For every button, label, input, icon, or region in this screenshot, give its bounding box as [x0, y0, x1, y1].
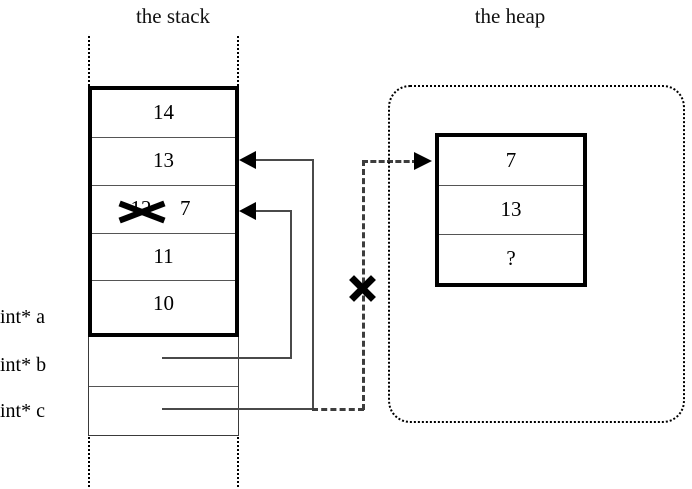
- variable-label-c: int* c: [0, 400, 45, 422]
- stack-guide-line-top-left: [88, 36, 90, 86]
- stack-cell-4: 10: [92, 281, 235, 333]
- stack-cell-3: 11: [92, 234, 235, 281]
- heap-title: the heap: [474, 4, 546, 28]
- stale-pointer-segment-horizontal: [312, 408, 364, 411]
- heap-region-boundary: [388, 85, 685, 423]
- stack-cell-1-value: 13: [153, 148, 174, 172]
- heap-cell-0-value: 7: [505, 148, 517, 172]
- stack-array-box: 14 13 12 7 11 10: [88, 86, 239, 337]
- pointer-wire-c-segment-head: [248, 159, 314, 161]
- variable-label-a: int* a: [0, 306, 45, 328]
- stack-guide-line-bottom-left: [88, 437, 90, 487]
- struck-value-group: 12: [110, 196, 172, 226]
- arrowhead-icon-to-heap-cell-0: [414, 152, 432, 170]
- arrowhead-icon-to-stack-cell-2: [239, 202, 256, 220]
- variable-label-b: int* b: [0, 354, 47, 376]
- heap-array-box: 7 13 ?: [435, 133, 587, 287]
- heap-cell-0: 7: [439, 137, 583, 186]
- stack-cell-2: 12 7: [92, 186, 235, 234]
- stack-cell-1: 13: [92, 138, 235, 186]
- heap-cell-2: ?: [439, 235, 583, 283]
- stack-cell-3-value: 11: [153, 244, 174, 268]
- stack-cell-4-value: 10: [153, 291, 174, 315]
- stack-guide-line-bottom-right: [237, 437, 239, 487]
- heap-cell-1: 13: [439, 186, 583, 235]
- stale-pointer-segment-head: [362, 160, 418, 163]
- heap-cell-1-value: 13: [500, 197, 522, 221]
- pointer-wire-b-segment-head: [248, 210, 292, 212]
- stack-title: the stack: [135, 4, 211, 28]
- stack-cell-0-value: 14: [153, 100, 174, 124]
- stack-cell-2-new-value: 7: [180, 196, 191, 220]
- heap-cell-2-value: ?: [506, 246, 516, 270]
- pointer-wire-b-segment-horizontal: [162, 357, 292, 359]
- arrowhead-icon-to-stack-cell-1: [239, 151, 256, 169]
- stack-guide-line-top-right: [237, 36, 239, 86]
- stack-cell-0: 14: [92, 90, 235, 138]
- stack-pointer-slot-b: [89, 337, 238, 387]
- stack-pointer-slot-c: [89, 387, 238, 435]
- invalid-pointer-x-icon: [349, 275, 376, 302]
- stack-pointer-slots: [88, 337, 239, 436]
- pointer-wire-c-segment-horizontal: [162, 408, 314, 410]
- pointer-wire-b-segment-vertical: [290, 210, 292, 359]
- pointer-wire-c-segment-vertical: [312, 159, 314, 410]
